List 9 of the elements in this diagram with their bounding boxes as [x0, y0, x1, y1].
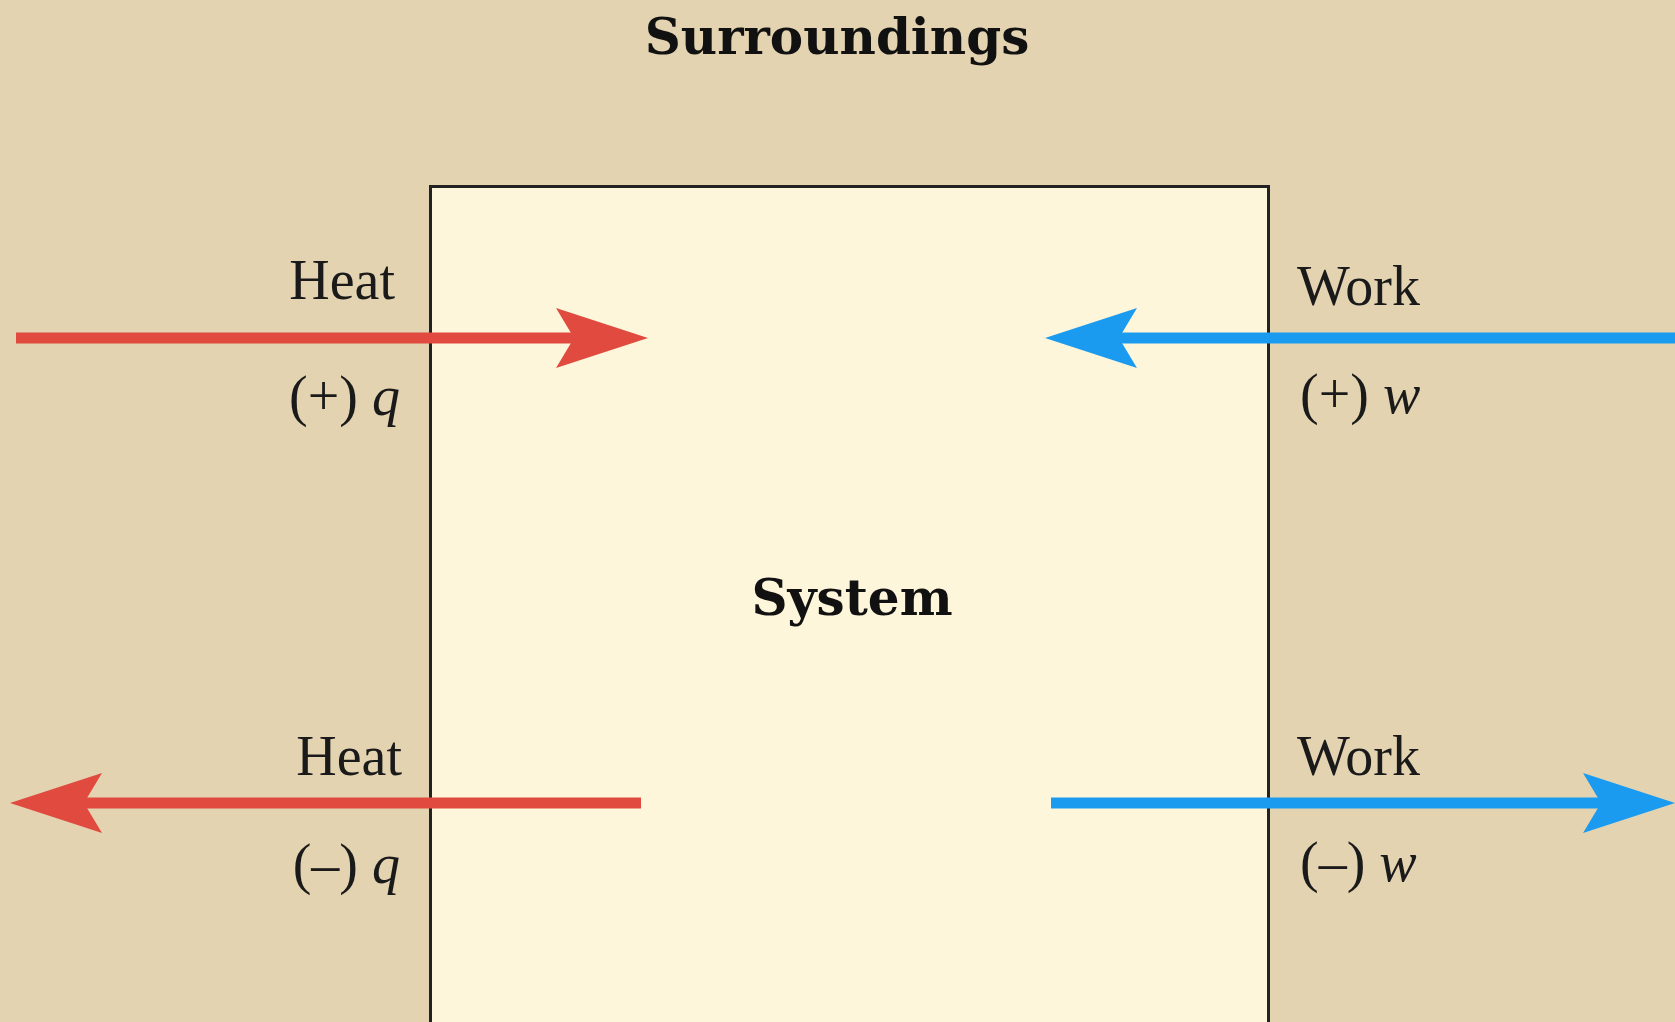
arrow-label: Heat: [289, 252, 395, 308]
arrow: [1051, 773, 1675, 833]
arrow: [1045, 308, 1675, 368]
system-box: [429, 185, 1270, 1022]
arrow: [16, 308, 648, 368]
arrow-label: Heat: [296, 728, 402, 784]
arrow: [10, 773, 641, 833]
arrow-label: Work: [1297, 258, 1421, 314]
arrow-label: Work: [1297, 728, 1421, 784]
